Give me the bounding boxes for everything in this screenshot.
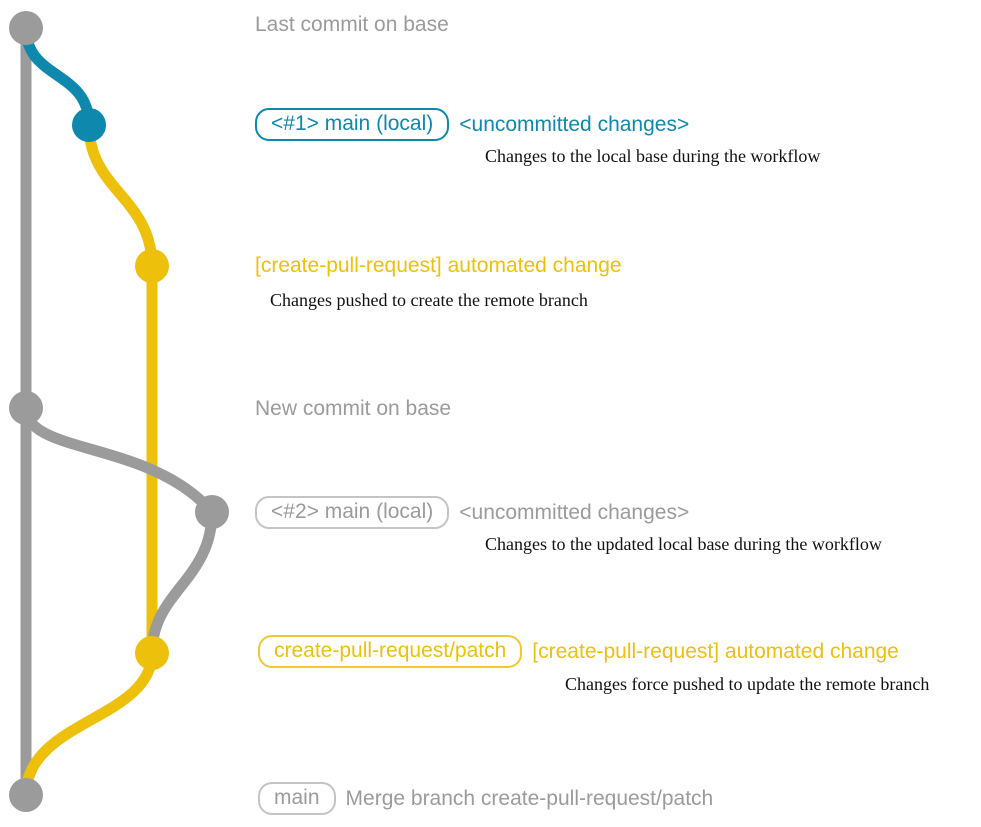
row-last-commit-on-base: Last commit on base — [255, 14, 449, 35]
badge-main[interactable]: main — [258, 782, 336, 815]
badge-local-main-1[interactable]: <#1> main (local) — [255, 108, 450, 141]
row-local-commit-2: <#2> main (local) <uncommitted changes> — [255, 496, 689, 529]
git-graph — [9, 11, 229, 812]
headline-new-commit-on-base: New commit on base — [255, 397, 452, 420]
row-merge-commit: main Merge branch create-pull-request/pa… — [258, 782, 713, 815]
updated-local-branch-line — [20, 402, 218, 518]
subtext-remote-commit-2: Changes force pushed to update the remot… — [565, 674, 930, 694]
headline-automated-change-2: [create-pull-request] automated change — [532, 640, 899, 663]
node-local-1[interactable] — [72, 108, 106, 142]
headline-uncommitted-changes-2: <uncommitted changes> — [459, 501, 690, 524]
row-new-commit-on-base: New commit on base — [255, 398, 451, 419]
subtext-local-commit-1: Changes to the local base during the wor… — [485, 146, 821, 166]
headline-uncommitted-changes-1: <uncommitted changes> — [459, 113, 690, 136]
node-remote-2[interactable] — [135, 636, 169, 670]
node-base-initial[interactable] — [9, 11, 43, 45]
node-base-merge[interactable] — [9, 778, 43, 812]
node-local-2[interactable] — [195, 495, 229, 529]
row-remote-commit-2: create-pull-request/patch [create-pull-r… — [258, 635, 899, 668]
badge-local-main-2[interactable]: <#2> main (local) — [255, 496, 450, 529]
row-local-commit-1: <#1> main (local) <uncommitted changes> — [255, 108, 689, 141]
updated-local-to-remote-line — [146, 506, 218, 659]
local-branch-line-1 — [20, 22, 95, 131]
headline-merge-branch: Merge branch create-pull-request/patch — [345, 787, 714, 810]
node-base-new[interactable] — [9, 391, 43, 425]
node-remote-1[interactable] — [135, 249, 169, 283]
row-remote-commit-1: [create-pull-request] automated change — [255, 255, 622, 276]
headline-automated-change-1: [create-pull-request] automated change — [255, 254, 622, 277]
headline-last-commit-on-base: Last commit on base — [255, 13, 449, 36]
remote-branch-line-1 — [83, 119, 158, 272]
subtext-remote-commit-1: Changes pushed to create the remote bran… — [270, 290, 588, 310]
subtext-local-commit-2: Changes to the updated local base during… — [485, 534, 882, 554]
merge-line — [20, 647, 158, 801]
badge-create-pull-request-patch[interactable]: create-pull-request/patch — [258, 635, 523, 668]
